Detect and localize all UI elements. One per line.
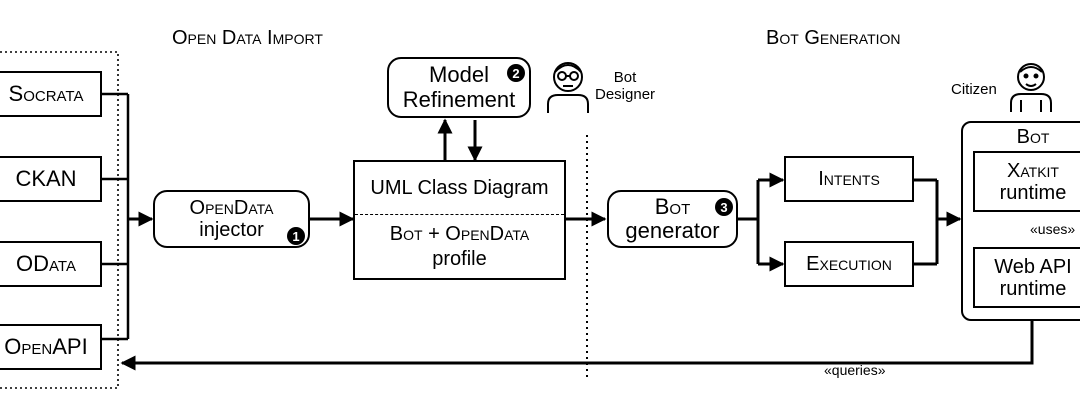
source-openapi: OpenAPI <box>0 324 102 370</box>
source-ckan: CKAN <box>0 156 102 202</box>
uses-label: «uses» <box>1030 221 1076 237</box>
xatkit-line2: runtime <box>999 181 1067 204</box>
bot-designer-label: Bot Designer <box>595 69 655 104</box>
injector-line1: OpenData <box>189 197 274 219</box>
refinement-line1: Model <box>429 62 489 88</box>
citizen-label: Citizen <box>951 81 997 98</box>
injector-line2: injector <box>199 219 264 241</box>
section-title-import: Open Data Import <box>172 27 323 49</box>
bot-generator: Bot generator <box>607 190 738 248</box>
source-odata: OData <box>0 241 102 287</box>
section-title-generation: Bot Generation <box>766 27 901 49</box>
webapi-line2: runtime <box>999 277 1067 300</box>
webapi-runtime: Web API runtime <box>973 247 1080 308</box>
user-glasses-icon <box>547 62 589 113</box>
refinement-line2: Refinement <box>402 86 516 112</box>
step-badge-3: 3 <box>715 198 733 216</box>
uml-bottom-line2: profile <box>432 247 487 270</box>
intents-box: Intents <box>784 156 914 202</box>
step-badge-2: 2 <box>507 64 525 82</box>
uml-bottom-line1: Bot + OpenData <box>389 222 530 245</box>
source-socrata: Socrata <box>0 71 102 117</box>
execution-box: Execution <box>784 241 914 287</box>
step-badge-1: 1 <box>287 227 305 245</box>
generator-line1: Bot <box>654 193 691 219</box>
generator-line2: generator <box>625 218 720 243</box>
uml-class-diagram: UML Class Diagram Bot + OpenData profile <box>353 160 566 280</box>
opendata-injector: OpenData injector <box>153 190 310 248</box>
queries-label: «queries» <box>824 362 886 378</box>
sources-frame <box>0 51 119 389</box>
user-icon <box>1010 63 1052 112</box>
xatkit-runtime: Xatkit runtime <box>973 151 1080 212</box>
uml-top-label: UML Class Diagram <box>355 162 564 215</box>
xatkit-line1: Xatkit <box>1007 159 1059 182</box>
uml-bottom: Bot + OpenData profile <box>355 215 564 278</box>
queries-arrow <box>120 321 1034 371</box>
webapi-line1: Web API <box>994 255 1072 278</box>
model-refinement: Model Refinement <box>387 57 531 118</box>
bot-designer-line2: Designer <box>595 86 656 104</box>
bot-designer-line1: Bot <box>613 69 637 86</box>
bot-title: Bot <box>1016 126 1050 148</box>
